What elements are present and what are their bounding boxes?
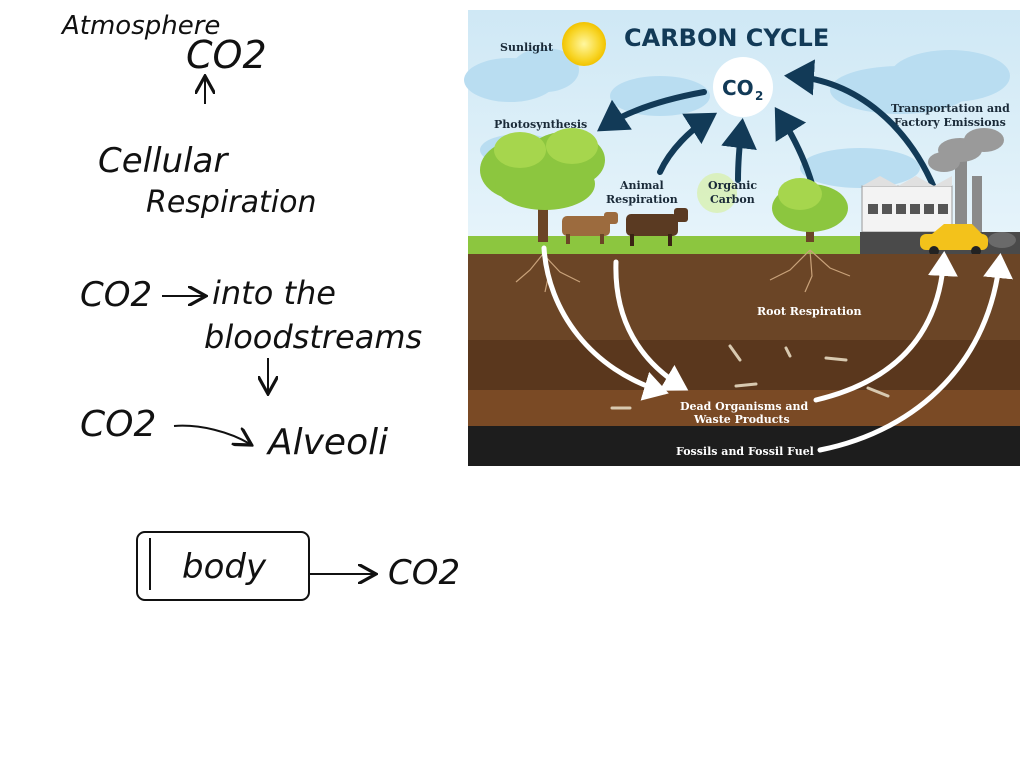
handwritten-notes: Atmosphere CO2 Cellular Respiration CO2 … [60, 11, 460, 601]
note-cellular: Cellular [98, 141, 229, 181]
note-alveoli: Alveoli [266, 422, 388, 463]
arrow-tree-to-dead [541, 245, 669, 401]
label-dead-organisms-1: Dead Organisms and [680, 400, 809, 413]
diagram-title: CARBON CYCLE [624, 24, 829, 52]
small-tree-icon [772, 178, 848, 232]
soil-middle [468, 340, 1020, 390]
tree-trunk [538, 186, 548, 242]
note-co2-line4: CO2 [80, 404, 156, 445]
label-root-respiration: Root Respiration [757, 305, 861, 318]
body-box [136, 531, 310, 601]
label-dead-organisms-2: Waste Products [693, 413, 790, 426]
arrow-to-photosynthesis [597, 89, 707, 132]
sun-icon [562, 22, 606, 66]
arrow-animal-to-dead [613, 259, 689, 391]
note-atmosphere-co2: CO2 [186, 33, 267, 77]
cow-icon [562, 208, 688, 246]
arrow-dead-to-car [813, 251, 958, 403]
label-photosynthesis: Photosynthesis [494, 118, 587, 131]
arrows-underground [541, 245, 1013, 453]
arrow-fossils-to-car [817, 253, 1013, 453]
label-fossils: Fossils and Fossil Fuel [676, 445, 814, 458]
co2-label: CO [722, 76, 754, 100]
label-organic-carbon-1: Organic [708, 179, 757, 192]
co2-bubble [713, 57, 773, 117]
note-into-the: into the [212, 274, 336, 312]
label-organic-carbon-2: Carbon [710, 193, 755, 206]
note-body-co2: CO2 [388, 553, 460, 593]
label-sunlight: Sunlight [500, 41, 554, 54]
note-bloodstreams: bloodstreams [204, 318, 422, 356]
note-atmosphere: Atmosphere [60, 11, 220, 41]
soil-lower [468, 390, 1020, 426]
arrow-emissions [784, 59, 938, 193]
arrows-to-co2 [597, 59, 938, 193]
label-transport-2: Factory Emissions [894, 116, 1006, 129]
arrow-root-respiration [774, 106, 815, 187]
carbon-cycle-diagram: CARBON CYCLE CO 2 Sunlight Photosynthesi… [464, 10, 1020, 466]
co2-subscript: 2 [755, 89, 763, 103]
note-body: body [182, 547, 267, 587]
label-animal-respiration-2: Respiration [606, 193, 678, 206]
organic-carbon-glow [697, 173, 737, 213]
label-animal-respiration-1: Animal [619, 179, 664, 192]
bedrock-fossil-layer [468, 426, 1020, 466]
arrow-organic-carbon [721, 118, 757, 183]
label-transport-1: Transportation and [891, 102, 1010, 115]
arrow-to-alveoli [173, 424, 250, 444]
bones [610, 344, 890, 410]
arrow-animal-respiration [657, 112, 718, 175]
note-respiration: Respiration [146, 185, 317, 220]
note-co2-line3: CO2 [80, 275, 152, 315]
tree-icon [480, 128, 605, 210]
